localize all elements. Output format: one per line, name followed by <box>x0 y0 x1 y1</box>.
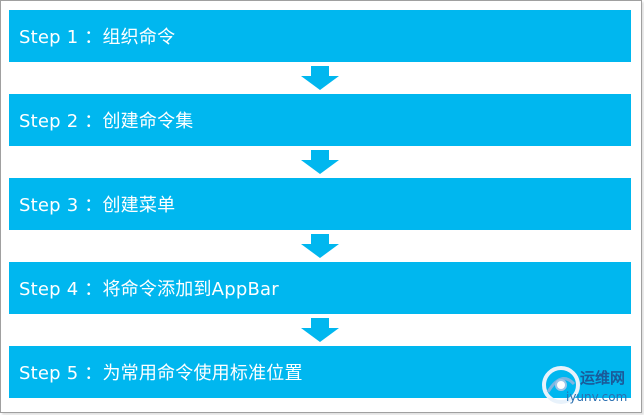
arrow-down-icon <box>301 66 339 90</box>
arrow-down-icon <box>301 234 339 258</box>
step-3-text: 创建菜单 <box>102 195 176 216</box>
step-3-prefix: Step 3 ： <box>19 195 103 216</box>
step-2-prefix: Step 2 ： <box>19 111 103 132</box>
step-1-box: Step 1 ： 组织命令 <box>9 10 631 62</box>
step-4-box: Step 4 ： 将命令添加到AppBar <box>9 262 631 314</box>
step-1-prefix: Step 1 ： <box>19 27 103 48</box>
step-4-text: 将命令添加到AppBar <box>102 279 279 300</box>
step-1-text: 组织命令 <box>102 27 176 48</box>
arrow-down-icon <box>301 318 339 342</box>
step-5-box: Step 5 ： 为常用命令使用标准位置 <box>9 346 631 398</box>
step-2-text: 创建命令集 <box>102 111 194 132</box>
step-3-box: Step 3 ： 创建菜单 <box>9 178 631 230</box>
step-2-box: Step 2 ： 创建命令集 <box>9 94 631 146</box>
step-4-prefix: Step 4 ： <box>19 279 103 300</box>
step-5-prefix: Step 5 ： <box>19 363 103 384</box>
watermark-logo-icon <box>542 366 580 404</box>
watermark-title: 运维网 <box>580 369 626 387</box>
arrow-down-icon <box>301 150 339 174</box>
step-5-text: 为常用命令使用标准位置 <box>102 363 303 384</box>
watermark-url[interactable]: iyunv.com <box>566 390 628 404</box>
